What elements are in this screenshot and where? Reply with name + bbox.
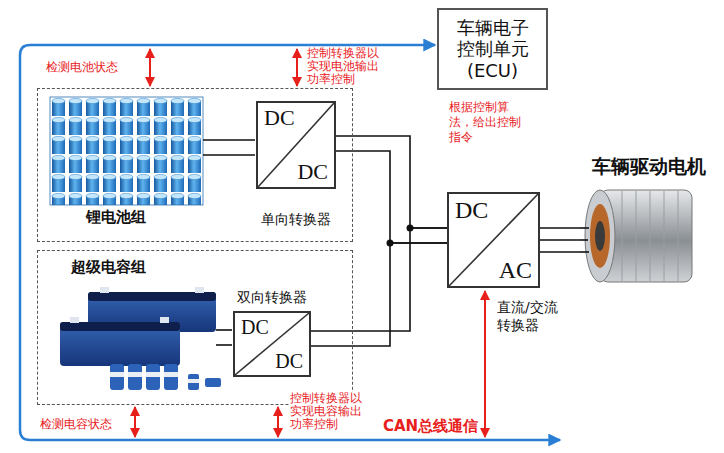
- can-bus: [20, 45, 560, 440]
- wire: [216, 329, 232, 331]
- capacitor-cell: [128, 364, 142, 390]
- motor-fin: [636, 191, 637, 281]
- capacitor-cell: [146, 364, 160, 390]
- signal-arrow: [134, 407, 136, 437]
- signal-note: 检测电容状态: [40, 417, 112, 431]
- supercapacitor-illustration: [60, 287, 221, 390]
- signal-arrow: [149, 49, 151, 86]
- supercapacitor-group-region: 超级电容组 DC DC 双向转换器: [37, 250, 353, 405]
- drive-motor: 车辆驱动电机: [580, 155, 718, 293]
- component-label: 锂电池组: [86, 208, 146, 226]
- power-wire: [540, 228, 580, 252]
- signal-arrow: [484, 291, 486, 437]
- dc-dc-converter: DCDC单向转换器: [256, 101, 336, 189]
- motor-face: [585, 190, 615, 282]
- wire: [216, 344, 232, 346]
- bus-line: [30, 44, 435, 47]
- motor-fin: [622, 191, 623, 281]
- wire: [580, 239, 588, 241]
- terminal: [160, 317, 169, 323]
- battery-wires: [203, 140, 255, 155]
- capacitor-cell: [205, 378, 221, 387]
- capacitor-cells: [110, 364, 221, 390]
- capacitor-wires: [216, 330, 232, 345]
- converter-symbol-text: AC: [499, 258, 532, 282]
- converter-symbol-text: DC: [264, 107, 295, 129]
- motor-rotor: [595, 221, 605, 251]
- motor-fin: [650, 191, 651, 281]
- battery-outline: [50, 97, 203, 205]
- dc-dc-converter: DCDC双向转换器: [233, 311, 311, 377]
- signal-arrow: [277, 407, 279, 437]
- wire: [203, 154, 255, 156]
- control-unit-text: 车辆电子 控制单元 (ECU): [447, 17, 539, 82]
- converter-symbol-text: DC: [275, 351, 303, 371]
- motor-fin: [664, 191, 665, 281]
- terminal: [195, 287, 204, 293]
- converter-symbol-text: DC: [297, 161, 328, 183]
- capacitor-cell: [164, 364, 178, 390]
- converter-diagonal-line: [235, 313, 309, 375]
- cell-band: [110, 372, 124, 377]
- cell-band: [146, 372, 160, 377]
- wire: [203, 139, 255, 141]
- signal-note: 控制转换器以 实现电容输出 功率控制: [290, 392, 370, 431]
- signal-arrow: [296, 49, 298, 86]
- capacitor-module-top: [60, 322, 180, 331]
- cell-band: [164, 372, 178, 377]
- terminal: [100, 287, 109, 293]
- component-label: 超级电容组: [71, 258, 146, 276]
- signal-note: 根据控制算 法，给出控制 指令: [449, 100, 533, 145]
- battery-illustration: [50, 97, 203, 205]
- converter-symbol-text: DC: [241, 317, 269, 337]
- motor-illustration: [580, 190, 692, 282]
- dc-ac-converter: DCAC直流/交流 转换器: [447, 192, 540, 288]
- power-wire: [311, 228, 447, 346]
- terminal: [70, 317, 79, 323]
- bus-line: [30, 439, 560, 442]
- wire: [580, 251, 589, 253]
- capacitor-cell: [110, 364, 124, 390]
- control-unit-box: 车辆电子 控制单元 (ECU): [437, 8, 548, 90]
- motor-label: 车辆驱动电机: [592, 155, 706, 178]
- converter-diagonal-line: [258, 103, 334, 187]
- converter-label: 双向转换器: [237, 289, 307, 306]
- bus-line: [20, 45, 30, 440]
- capacitor-module-top: [88, 292, 216, 301]
- converter-symbol-text: DC: [455, 198, 488, 222]
- converter-diagonal-line: [449, 194, 538, 286]
- motor-winding: [590, 204, 610, 268]
- capacitor-module: [60, 322, 180, 366]
- battery-group-region: 锂电池组 DC DC 单向转换器: [37, 88, 353, 242]
- signal-note: 检测电池状态: [46, 60, 118, 74]
- motor-fin: [678, 191, 679, 281]
- wire: [580, 227, 589, 229]
- cell-band: [188, 379, 199, 383]
- capacitor-cell: [188, 374, 199, 390]
- signal-note: 控制转换器以 实现电池输出 功率控制: [307, 47, 387, 86]
- converter-label: 单向转换器: [261, 211, 331, 228]
- battery-cells: [50, 97, 203, 205]
- cell-band: [128, 372, 142, 377]
- converter-label: 直流/交流 转换器: [497, 299, 571, 334]
- bus-label: CAN总线通信: [383, 417, 478, 435]
